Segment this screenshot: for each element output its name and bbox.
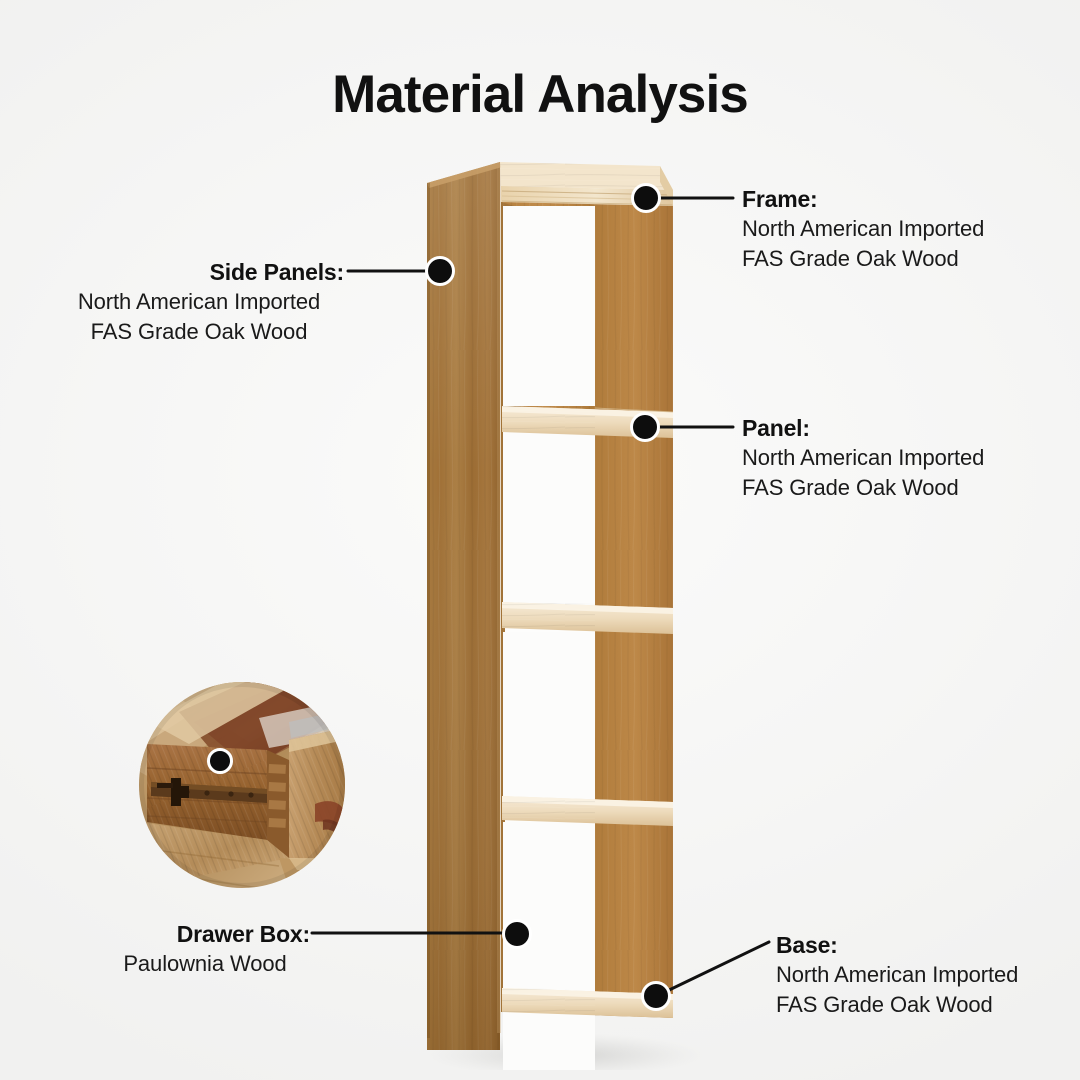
- shelf-4: [502, 988, 673, 1018]
- callout-drawer-box-title: Drawer Box:: [176, 921, 310, 947]
- drawer-box-detail-photo: [139, 682, 345, 888]
- callout-frame-line-1: North American Imported: [742, 216, 985, 242]
- callout-side-panels-line-1: North American Imported: [77, 289, 321, 315]
- callout-panel-line-2: FAS Grade Oak Wood: [742, 474, 959, 500]
- inset-marker-dot: [207, 748, 233, 774]
- callout-base-title: Base:: [776, 932, 838, 958]
- callout-base: Base: North American Imported FAS Grade …: [776, 930, 1018, 1019]
- shelves: [502, 406, 674, 1018]
- page-title: Material Analysis: [332, 65, 749, 124]
- callout-base-line-2: FAS Grade Oak Wood: [776, 991, 993, 1017]
- callout-side-panels-title: Side Panels:: [209, 259, 345, 285]
- callout-side-panels: Side Panels: North American Imported FAS…: [54, 257, 344, 346]
- shelf-2: [502, 602, 673, 634]
- callout-panel-line-1: North American Imported: [742, 445, 985, 471]
- callout-side-panels-line-2: FAS Grade Oak Wood: [90, 318, 308, 344]
- callout-base-line-1: North American Imported: [776, 962, 1019, 988]
- product-illustration-bookshelf: [405, 150, 705, 1070]
- callout-drawer-box: Drawer Box: Paulownia Wood: [100, 919, 310, 979]
- callout-frame-title: Frame:: [742, 186, 818, 212]
- side-panel: [427, 162, 502, 1050]
- top-panel-frame: [500, 162, 674, 206]
- shelf-3: [502, 796, 673, 826]
- callout-drawer-box-line-1: Paulownia Wood: [123, 951, 287, 977]
- callout-frame: Frame: North American Imported FAS Grade…: [742, 184, 984, 273]
- callout-panel: Panel: North American Imported FAS Grade…: [742, 413, 984, 502]
- callout-panel-title: Panel:: [742, 415, 810, 441]
- callout-frame-line-2: FAS Grade Oak Wood: [742, 245, 959, 271]
- shelf-bays-front: [503, 206, 595, 1070]
